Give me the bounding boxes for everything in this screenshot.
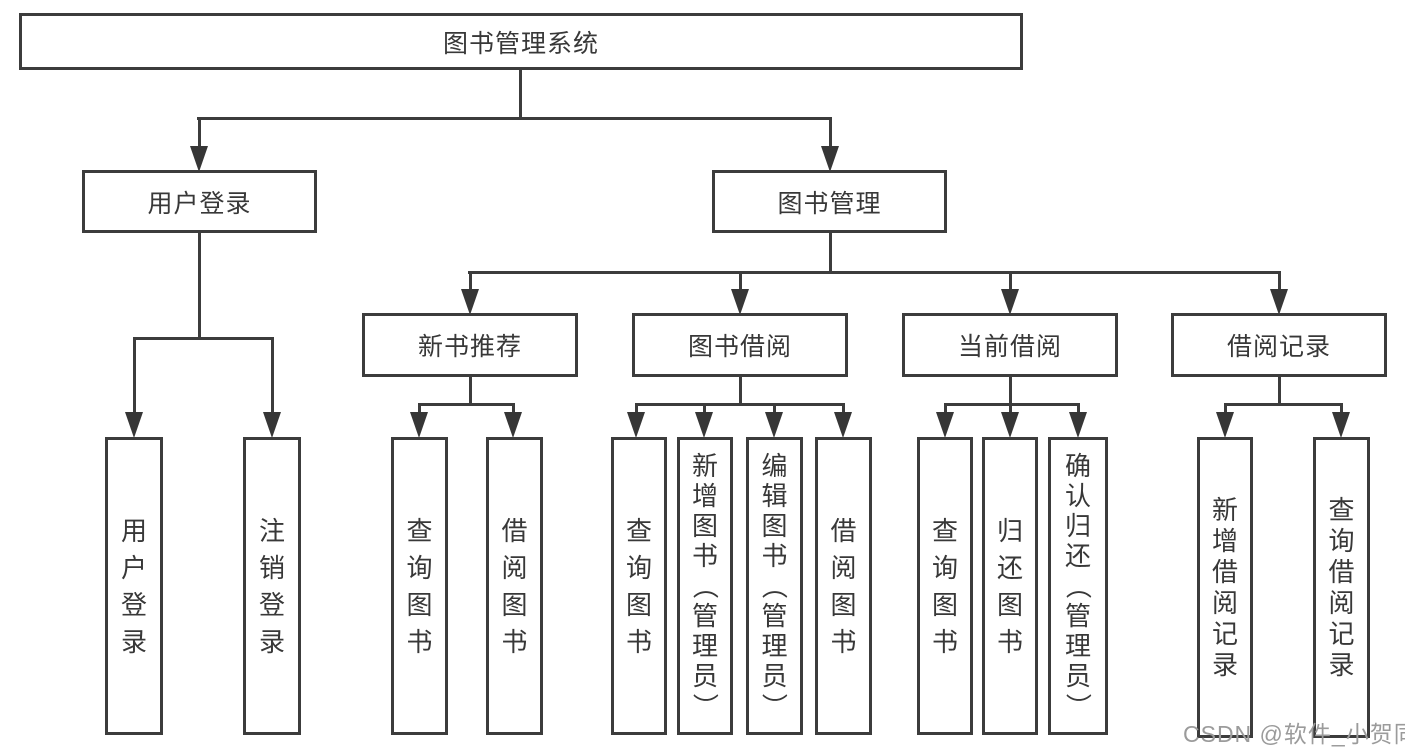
node-book-management: 图书管理 bbox=[712, 170, 947, 233]
leaf-return-book: 归还图书 bbox=[982, 437, 1038, 735]
leaf-logout-login: 注销登录 bbox=[243, 437, 301, 735]
connector bbox=[512, 403, 515, 416]
node-root: 图书管理系统 bbox=[19, 13, 1023, 70]
connector bbox=[829, 233, 832, 274]
connector bbox=[468, 271, 1281, 274]
leaf-query-books-current-label: 查询图书 bbox=[931, 515, 958, 657]
connector bbox=[1009, 271, 1012, 293]
leaf-user-login: 用户登录 bbox=[105, 437, 163, 735]
node-book-borrowing: 图书借阅 bbox=[632, 313, 848, 377]
leaf-query-borrow-record: 查询借阅记录 bbox=[1313, 437, 1370, 738]
connector bbox=[944, 403, 1080, 406]
arrowhead bbox=[461, 289, 479, 315]
connector bbox=[197, 117, 832, 120]
leaf-query-borrow-record-label: 查询借阅记录 bbox=[1328, 495, 1355, 680]
connector bbox=[1278, 377, 1281, 406]
leaf-query-books-borrowing: 查询图书 bbox=[611, 437, 667, 735]
leaf-query-books-borrowing-label: 查询图书 bbox=[625, 515, 652, 657]
arrowhead bbox=[1216, 412, 1234, 438]
connector bbox=[133, 337, 136, 415]
arrowhead bbox=[936, 412, 954, 438]
arrowhead bbox=[1270, 289, 1288, 315]
connector bbox=[829, 117, 832, 153]
arrowhead bbox=[1332, 412, 1350, 438]
leaf-add-book-admin: 新增图书（管理员） bbox=[677, 437, 733, 735]
leaf-edit-book-admin-label: 编辑图书（管理员） bbox=[759, 451, 790, 720]
node-new-book-recommend: 新书推荐 bbox=[362, 313, 578, 377]
leaf-add-borrow-record-label: 新增借阅记录 bbox=[1211, 495, 1238, 680]
arrowhead bbox=[125, 412, 143, 438]
node-book-borrowing-label: 图书借阅 bbox=[687, 333, 792, 361]
node-root-label: 图书管理系统 bbox=[442, 29, 599, 58]
node-new-book-recommend-label: 新书推荐 bbox=[417, 333, 522, 361]
arrowhead bbox=[834, 412, 852, 438]
arrowhead bbox=[627, 412, 645, 438]
node-current-borrowing: 当前借阅 bbox=[902, 313, 1118, 377]
connector bbox=[1278, 271, 1281, 293]
connector bbox=[418, 403, 515, 406]
node-current-borrowing-label: 当前借阅 bbox=[957, 333, 1062, 361]
connector bbox=[739, 377, 742, 406]
connector bbox=[519, 68, 522, 120]
leaf-add-borrow-record: 新增借阅记录 bbox=[1197, 437, 1253, 738]
connector bbox=[469, 271, 472, 293]
connector bbox=[842, 403, 845, 416]
leaf-query-books-current: 查询图书 bbox=[917, 437, 973, 735]
arrowhead bbox=[765, 412, 783, 438]
connector bbox=[418, 403, 421, 416]
leaf-borrow-books-borrowing-label: 借阅图书 bbox=[830, 515, 857, 657]
connector bbox=[739, 271, 742, 293]
node-borrow-records: 借阅记录 bbox=[1171, 313, 1387, 377]
connector bbox=[1009, 403, 1012, 416]
connector bbox=[469, 377, 472, 406]
connector bbox=[703, 403, 706, 416]
arrowhead bbox=[263, 412, 281, 438]
connector bbox=[198, 117, 201, 153]
arrowhead bbox=[190, 146, 208, 172]
arrowhead bbox=[504, 412, 522, 438]
watermark-text: CSDN @软件_小贺同学 bbox=[1183, 721, 1405, 747]
connector bbox=[1224, 403, 1227, 416]
connector bbox=[635, 403, 845, 406]
leaf-query-books-recommend: 查询图书 bbox=[391, 437, 448, 735]
leaf-add-book-admin-label: 新增图书（管理员） bbox=[689, 451, 720, 720]
arrowhead bbox=[410, 412, 428, 438]
leaf-edit-book-admin: 编辑图书（管理员） bbox=[746, 437, 803, 735]
connector bbox=[133, 337, 274, 340]
leaf-borrow-books-borrowing: 借阅图书 bbox=[815, 437, 872, 735]
node-book-management-label: 图书管理 bbox=[777, 189, 882, 218]
connector bbox=[271, 337, 274, 415]
connector bbox=[1009, 377, 1012, 406]
leaf-return-book-label: 归还图书 bbox=[996, 515, 1023, 657]
connector bbox=[1077, 403, 1080, 416]
connector bbox=[635, 403, 638, 416]
arrowhead bbox=[731, 289, 749, 315]
node-user-login: 用户登录 bbox=[82, 170, 317, 233]
leaf-user-login-label: 用户登录 bbox=[120, 515, 147, 657]
connector bbox=[1224, 403, 1343, 406]
leaf-confirm-return-admin: 确认归还（管理员） bbox=[1048, 437, 1108, 735]
leaf-logout-login-label: 注销登录 bbox=[258, 515, 285, 657]
connector bbox=[944, 403, 947, 416]
arrowhead bbox=[695, 412, 713, 438]
arrowhead bbox=[1069, 412, 1087, 438]
connector bbox=[773, 403, 776, 416]
connector bbox=[198, 233, 201, 340]
node-borrow-records-label: 借阅记录 bbox=[1226, 333, 1331, 361]
arrowhead bbox=[821, 146, 839, 172]
arrowhead bbox=[1001, 289, 1019, 315]
leaf-borrow-books-recommend-label: 借阅图书 bbox=[501, 515, 528, 657]
node-user-login-label: 用户登录 bbox=[147, 189, 252, 218]
leaf-query-books-recommend-label: 查询图书 bbox=[406, 515, 433, 657]
leaf-confirm-return-admin-label: 确认归还（管理员） bbox=[1062, 451, 1093, 720]
leaf-borrow-books-recommend: 借阅图书 bbox=[486, 437, 543, 735]
connector bbox=[1340, 403, 1343, 416]
arrowhead bbox=[1001, 412, 1019, 438]
